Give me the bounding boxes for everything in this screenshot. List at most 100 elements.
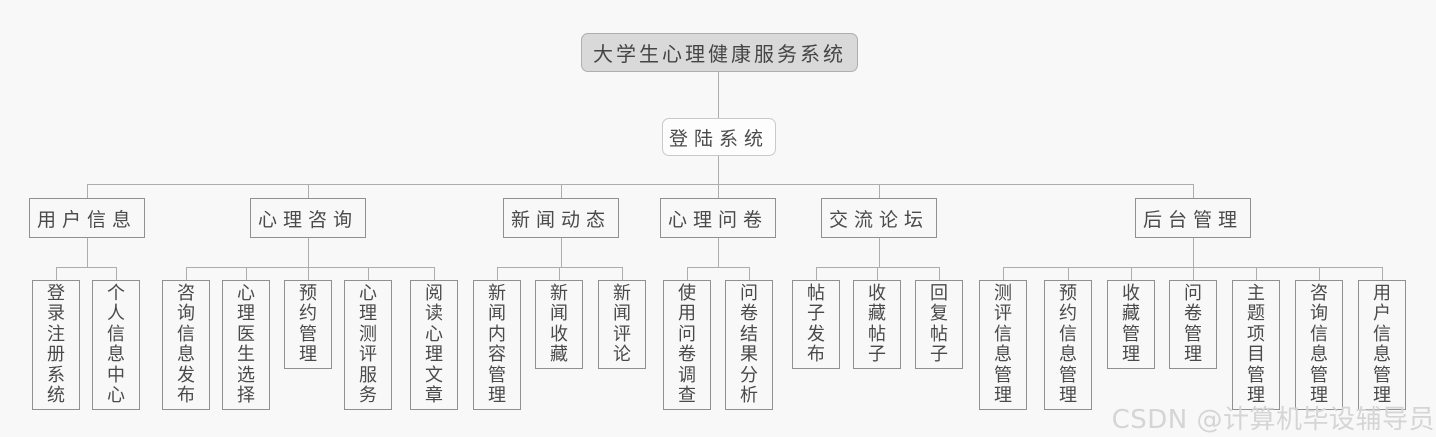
leaf-node-5-5: 咨询信息管理 <box>1295 280 1343 410</box>
leaf-node-1-1: 心理医生选择 <box>222 280 270 410</box>
connector-line <box>186 267 435 268</box>
branch-node-2: 新闻动态 <box>503 198 619 238</box>
connector-line <box>1003 267 1004 280</box>
leaf-node-2-1-label: 新闻收藏 <box>550 282 568 365</box>
leaf-node-0-0-label: 登录注册系统 <box>47 282 65 406</box>
leaf-node-4-2-label: 回复帖子 <box>930 282 948 365</box>
csdn-watermark: CSDN @计算机毕设辅导员 <box>1111 405 1435 435</box>
leaf-node-5-5-label: 咨询信息管理 <box>1310 282 1328 406</box>
leaf-node-1-3-label: 心理测评服务 <box>359 282 377 406</box>
branch-node-0: 用户信息 <box>29 198 145 238</box>
branch-node-3-label: 心理问卷 <box>667 208 768 231</box>
connector-line <box>368 267 369 280</box>
branch-node-1-label: 心理咨询 <box>257 208 358 231</box>
connector-line <box>1068 267 1069 280</box>
leaf-node-5-3: 问卷管理 <box>1169 280 1217 369</box>
connector-line <box>56 267 57 280</box>
connector-line <box>497 267 623 268</box>
connector-line <box>879 238 880 267</box>
branch-node-3: 心理问卷 <box>660 198 776 238</box>
branch-node-2-label: 新闻动态 <box>510 208 611 231</box>
leaf-node-1-4-label: 阅读心理文章 <box>425 282 443 406</box>
leaf-node-0-0: 登录注册系统 <box>32 280 80 410</box>
connector-line <box>816 267 940 268</box>
login-node-label: 登陆系统 <box>668 127 769 150</box>
connector-line <box>718 156 719 184</box>
leaf-node-2-2: 新闻评论 <box>598 280 646 369</box>
connector-line <box>561 184 562 198</box>
login-node: 登陆系统 <box>662 118 776 156</box>
connector-line <box>87 238 88 267</box>
connector-line <box>687 267 750 268</box>
connector-line <box>559 267 560 280</box>
leaf-node-0-1-label: 个人信息中心 <box>107 282 125 406</box>
leaf-node-1-1-label: 心理医生选择 <box>237 282 255 406</box>
leaf-node-3-1: 问卷结果分析 <box>725 280 773 410</box>
leaf-node-3-1-label: 问卷结果分析 <box>740 282 758 406</box>
leaf-node-4-2: 回复帖子 <box>915 280 963 369</box>
connector-line <box>622 267 623 280</box>
leaf-node-1-0: 咨询信息发布 <box>162 280 210 410</box>
connector-line <box>749 267 750 280</box>
leaf-node-5-3-label: 问卷管理 <box>1184 282 1202 365</box>
connector-line <box>87 184 88 198</box>
connector-line <box>1319 267 1320 280</box>
connector-line <box>879 184 880 198</box>
connector-line <box>56 267 117 268</box>
leaf-node-4-1-label: 收藏帖子 <box>868 282 886 365</box>
leaf-node-1-2-label: 预约管理 <box>299 282 317 365</box>
connector-line <box>687 267 688 280</box>
connector-line <box>561 238 562 267</box>
leaf-node-1-2: 预约管理 <box>284 280 332 369</box>
leaf-node-5-1: 预约信息管理 <box>1044 280 1092 410</box>
leaf-node-5-6-label: 用户信息管理 <box>1373 282 1391 406</box>
connector-line <box>1193 238 1194 267</box>
leaf-node-2-0: 新闻内容管理 <box>473 280 521 410</box>
leaf-node-1-4: 阅读心理文章 <box>410 280 458 410</box>
connector-line <box>877 267 878 280</box>
connector-line <box>308 238 309 267</box>
connector-line <box>718 238 719 267</box>
connector-line <box>497 267 498 280</box>
leaf-node-5-2-label: 收藏管理 <box>1122 282 1140 365</box>
connector-line <box>308 184 309 198</box>
leaf-node-4-0-label: 帖子发布 <box>807 282 825 365</box>
leaf-node-5-2: 收藏管理 <box>1107 280 1155 369</box>
leaf-node-3-0: 使用问卷调查 <box>663 280 711 410</box>
leaf-node-5-6: 用户信息管理 <box>1358 280 1406 410</box>
connector-line <box>1131 267 1132 280</box>
leaf-node-4-1: 收藏帖子 <box>853 280 901 369</box>
leaf-node-5-0-label: 测评信息管理 <box>994 282 1012 406</box>
connector-line <box>246 267 247 280</box>
connector-line <box>1193 184 1194 198</box>
leaf-node-2-1: 新闻收藏 <box>535 280 583 369</box>
connector-line <box>1382 267 1383 280</box>
leaf-node-5-0: 测评信息管理 <box>979 280 1027 410</box>
leaf-node-0-1: 个人信息中心 <box>92 280 140 410</box>
connector-line <box>1193 267 1194 280</box>
root-node: 大学生心理健康服务系统 <box>581 33 858 72</box>
root-node-label: 大学生心理健康服务系统 <box>593 42 846 66</box>
leaf-node-5-4: 主题项目管理 <box>1232 280 1280 410</box>
branch-node-4-label: 交流论坛 <box>828 208 929 231</box>
branch-node-1: 心理咨询 <box>250 198 366 238</box>
branch-node-5: 后台管理 <box>1135 198 1251 238</box>
leaf-node-2-2-label: 新闻评论 <box>613 282 631 365</box>
branch-node-4: 交流论坛 <box>821 198 937 238</box>
connector-line <box>308 267 309 280</box>
leaf-node-5-4-label: 主题项目管理 <box>1247 282 1265 406</box>
connector-line <box>816 267 817 280</box>
leaf-node-1-0-label: 咨询信息发布 <box>177 282 195 406</box>
leaf-node-1-3: 心理测评服务 <box>344 280 392 410</box>
connector-line <box>939 267 940 280</box>
leaf-node-3-0-label: 使用问卷调查 <box>678 282 696 406</box>
connector-line <box>116 267 117 280</box>
connector-line <box>186 267 187 280</box>
leaf-node-2-0-label: 新闻内容管理 <box>488 282 506 406</box>
connector-line <box>434 267 435 280</box>
connector-line <box>718 184 719 198</box>
branch-node-5-label: 后台管理 <box>1142 208 1243 231</box>
branch-node-0-label: 用户信息 <box>36 208 137 231</box>
leaf-node-5-1-label: 预约信息管理 <box>1059 282 1077 406</box>
